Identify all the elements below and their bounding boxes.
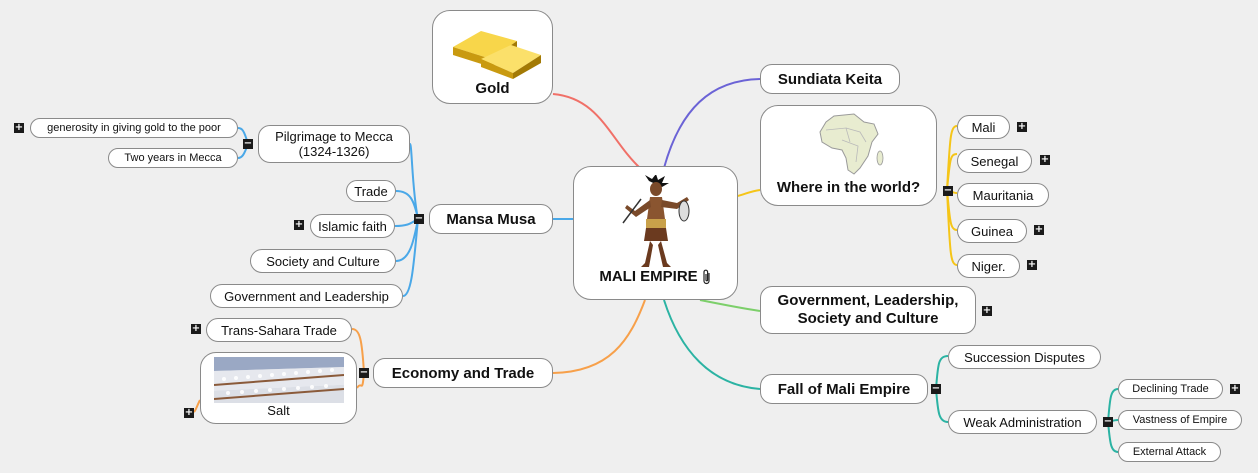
senegal-expand-toggle[interactable]: + — [1040, 154, 1050, 165]
mansa-musa-label: Mansa Musa — [446, 210, 536, 228]
mansa-musa-node[interactable]: Mansa Musa — [429, 204, 553, 234]
guinea-expand-toggle[interactable]: + — [1034, 224, 1044, 235]
external-attack-node[interactable]: External Attack — [1118, 442, 1221, 462]
warrior-figure-image — [622, 175, 690, 267]
weak-administration-collapse-toggle[interactable]: − — [1103, 416, 1113, 427]
mali-expand-toggle[interactable]: + — [1017, 121, 1027, 132]
gold-label: Gold — [475, 80, 510, 97]
link-sundiata — [663, 78, 761, 169]
pilgrimage-to-mecca-node[interactable]: Pilgrimage to Mecca (1324-1326) — [258, 125, 410, 163]
central-node[interactable]: MALI EMPIRE — [573, 166, 738, 300]
trans-sahara-trade-node[interactable]: Trans-Sahara Trade — [206, 318, 352, 342]
economy-collapse-toggle[interactable]: − — [359, 367, 369, 378]
economy-and-trade-label: Economy and Trade — [391, 364, 535, 382]
world-collapse-toggle[interactable]: − — [943, 185, 953, 196]
world-item-mauritania[interactable]: Mauritania — [957, 183, 1049, 207]
government-leadership-node[interactable]: Government, Leadership, Society and Cult… — [760, 286, 976, 334]
where-in-the-world-node[interactable]: Where in the world? — [760, 105, 937, 206]
declining-trade-expand-toggle[interactable]: + — [1230, 383, 1240, 394]
sundiata-keita-node[interactable]: Sundiata Keita — [760, 64, 900, 94]
central-label-row: MALI EMPIRE — [599, 268, 711, 285]
link-world — [737, 189, 761, 197]
niger-expand-toggle[interactable]: + — [1027, 259, 1037, 270]
gold-bars-image — [453, 31, 541, 79]
where-in-the-world-label: Where in the world? — [776, 179, 921, 196]
government-expand-toggle[interactable]: + — [982, 305, 992, 316]
gold-node[interactable]: Gold — [432, 10, 553, 104]
fall-of-mali-empire-node[interactable]: Fall of Mali Empire — [760, 374, 928, 404]
africa-map-image — [819, 113, 884, 175]
attachment-icon[interactable] — [702, 269, 712, 285]
islamic-faith-node[interactable]: Islamic faith — [310, 214, 395, 238]
sundiata-keita-label: Sundiata Keita — [777, 70, 883, 88]
weak-administration-node[interactable]: Weak Administration — [948, 410, 1097, 434]
pilgrimage-collapse-toggle[interactable]: − — [243, 138, 253, 149]
government-leadership-label-1: Government, Leadership, — [777, 292, 959, 309]
salt-expand-toggle[interactable]: + — [184, 407, 194, 418]
society-and-culture-node[interactable]: Society and Culture — [250, 249, 396, 273]
fall-collapse-toggle[interactable]: − — [931, 383, 941, 394]
link-fall — [663, 299, 761, 390]
economy-and-trade-node[interactable]: Economy and Trade — [373, 358, 553, 388]
succession-disputes-node[interactable]: Succession Disputes — [948, 345, 1101, 369]
fall-of-mali-empire-label: Fall of Mali Empire — [777, 380, 911, 398]
generosity-node[interactable]: generosity in giving gold to the poor — [30, 118, 238, 138]
trans-sahara-expand-toggle[interactable]: + — [191, 323, 201, 334]
world-item-guinea[interactable]: Guinea — [957, 219, 1027, 243]
link-gold — [552, 93, 641, 169]
government-and-leadership-node[interactable]: Government and Leadership — [210, 284, 403, 308]
salt-flats-image — [214, 357, 344, 403]
declining-trade-node[interactable]: Declining Trade — [1118, 379, 1223, 399]
world-item-niger[interactable]: Niger. — [957, 254, 1020, 278]
link-government — [699, 299, 761, 312]
mansa-musa-collapse-toggle[interactable]: − — [414, 213, 424, 224]
central-label: MALI EMPIRE — [599, 268, 698, 285]
salt-label: Salt — [267, 403, 290, 418]
government-leadership-label-2: Society and Culture — [797, 310, 939, 327]
world-item-mali[interactable]: Mali — [957, 115, 1010, 139]
two-years-in-mecca-node[interactable]: Two years in Mecca — [108, 148, 238, 168]
world-item-senegal[interactable]: Senegal — [957, 149, 1032, 173]
salt-node[interactable]: Salt — [200, 352, 357, 424]
link-economy — [552, 299, 646, 374]
islamic-faith-expand-toggle[interactable]: + — [294, 219, 304, 230]
vastness-of-empire-node[interactable]: Vastness of Empire — [1118, 410, 1242, 430]
trade-node[interactable]: Trade — [346, 180, 396, 202]
generosity-expand-toggle[interactable]: + — [14, 122, 24, 133]
